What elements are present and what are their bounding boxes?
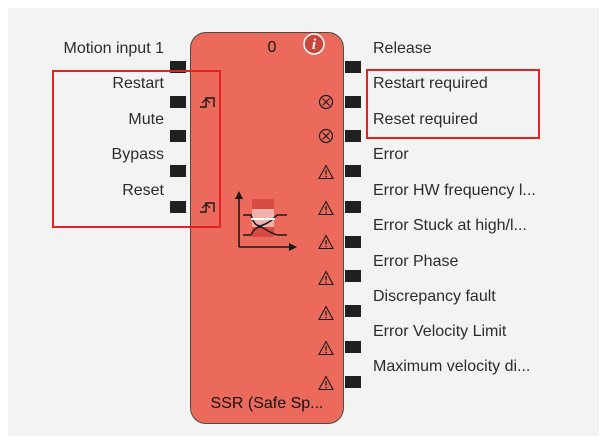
output-pin-restart-required[interactable]: [345, 96, 361, 108]
block-counter: 0: [267, 39, 277, 56]
warning-icon: [318, 164, 334, 180]
speed-monitor-icon: [235, 191, 297, 251]
block-title: SSR (Safe Sp...: [210, 395, 324, 412]
output-label-reset-required: Reset required: [373, 111, 478, 128]
output-label-error-stuck: Error Stuck at high/l...: [373, 217, 527, 234]
warning-icon: [318, 200, 334, 216]
highlight-box-outputs: [366, 69, 540, 139]
output-label-restart-required: Restart required: [373, 75, 488, 92]
info-icon[interactable]: i: [303, 33, 325, 55]
output-label-error: Error: [373, 146, 409, 163]
circle-x-icon: [318, 94, 334, 110]
input-pin-mute[interactable]: [170, 130, 186, 142]
warning-icon: [318, 234, 334, 250]
input-pin-restart[interactable]: [170, 96, 186, 108]
input-label-restart: Restart: [112, 75, 164, 92]
output-pin-error-phase[interactable]: [345, 270, 361, 282]
warning-icon: [318, 375, 334, 391]
input-label-motion-input-1: Motion input 1: [63, 40, 164, 57]
circle-x-icon: [318, 128, 334, 144]
input-label-reset: Reset: [122, 182, 164, 199]
rising-edge-icon: [200, 202, 215, 213]
output-pin-maximum-velocity[interactable]: [345, 376, 361, 388]
output-label-error-hw-frequency: Error HW frequency l...: [373, 182, 536, 199]
output-label-maximum-velocity: Maximum velocity di...: [373, 358, 531, 375]
input-pin-reset[interactable]: [170, 201, 186, 213]
output-label-discrepancy-fault: Discrepancy fault: [373, 288, 496, 305]
rising-edge-icon: [200, 97, 215, 108]
highlight-box-inputs: [52, 70, 221, 228]
output-label-error-velocity-limit: Error Velocity Limit: [373, 323, 507, 340]
warning-icon: [318, 305, 334, 321]
output-pin-error[interactable]: [345, 165, 361, 177]
output-pin-release[interactable]: [345, 61, 361, 73]
output-pin-error-stuck[interactable]: [345, 236, 361, 248]
warning-icon: [318, 340, 334, 356]
output-pin-discrepancy-fault[interactable]: [345, 305, 361, 317]
input-pin-bypass[interactable]: [170, 165, 186, 177]
output-pin-error-hw-frequency[interactable]: [345, 201, 361, 213]
output-label-release: Release: [373, 40, 432, 57]
warning-icon: [318, 270, 334, 286]
input-label-mute: Mute: [128, 111, 164, 128]
input-label-bypass: Bypass: [111, 146, 164, 163]
output-pin-reset-required[interactable]: [345, 130, 361, 142]
output-label-error-phase: Error Phase: [373, 253, 459, 270]
svg-text:i: i: [312, 37, 317, 53]
output-pin-error-velocity-limit[interactable]: [345, 341, 361, 353]
